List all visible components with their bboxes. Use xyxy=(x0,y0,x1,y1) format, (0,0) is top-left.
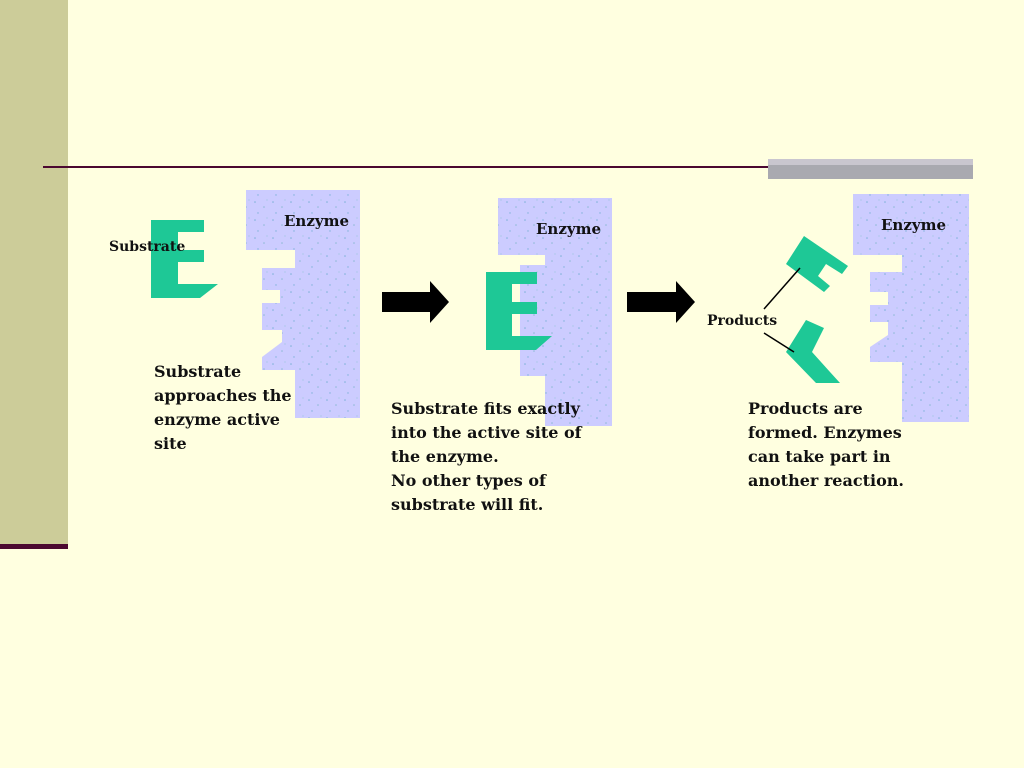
enzyme-label-3: Enzyme xyxy=(881,216,946,234)
products-pointer-line-1 xyxy=(764,268,800,309)
substrate-shape xyxy=(151,220,218,298)
caption-1: Substrate approaches the enzyme active s… xyxy=(154,360,292,456)
product-shape-1 xyxy=(786,236,848,292)
enzyme-label-2: Enzyme xyxy=(536,220,601,238)
right-arrow-icon xyxy=(627,281,695,323)
caption-2: Substrate fits exactly into the active s… xyxy=(391,397,582,517)
products-label: Products xyxy=(707,313,777,329)
products-pointer-line-2 xyxy=(764,333,794,352)
enzyme-label-1: Enzyme xyxy=(284,212,349,230)
substrate-label: Substrate xyxy=(109,239,185,255)
right-arrow-icon xyxy=(382,281,449,323)
caption-3: Products are formed. Enzymes can take pa… xyxy=(748,397,904,493)
